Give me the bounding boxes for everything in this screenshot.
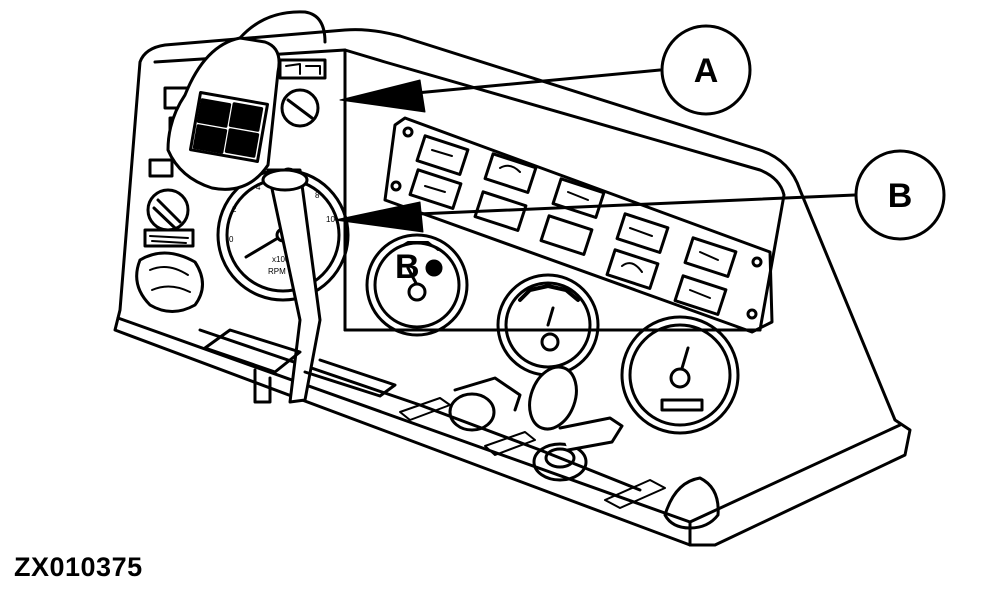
svg-text:x100: x100: [272, 255, 290, 264]
fuel-gauge-needle: [406, 266, 419, 287]
callout-a-letter: A: [694, 52, 719, 90]
left-decal: [143, 228, 195, 248]
svg-text:0: 0: [229, 235, 234, 244]
svg-text:4: 4: [256, 183, 261, 192]
lower-controls: [399, 365, 720, 530]
svg-text:2: 2: [232, 205, 237, 214]
callout-b: B: [334, 149, 946, 241]
fuel-gauge-letter: B: [395, 248, 420, 286]
svg-text:10: 10: [326, 215, 335, 224]
key-switch-a: [278, 58, 327, 128]
fuel-gauge: B: [365, 233, 469, 337]
callout-b-letter: B: [888, 177, 913, 215]
throttle-knob-right: [663, 476, 720, 530]
control-lever: [166, 10, 327, 404]
key-switch-a-label: [278, 58, 327, 80]
figure-id-label: ZX010375: [14, 552, 143, 582]
callout-a: A: [339, 24, 752, 116]
svg-text:8: 8: [315, 191, 320, 200]
left-switch-group: [135, 86, 204, 313]
coolant-temperature-gauge: [496, 273, 600, 377]
svg-text:RPM: RPM: [268, 267, 286, 276]
hour-meter-gauge: [620, 315, 740, 435]
callout-a-arrowhead: [339, 79, 426, 113]
lever-gate: [203, 328, 397, 404]
throttle-knob-left: [135, 251, 204, 313]
indicator-panel: [383, 116, 774, 334]
callout-b-arrowhead: [334, 201, 424, 233]
hour-meter-counter: [660, 398, 704, 412]
coolant-gauge-needle: [546, 306, 555, 327]
